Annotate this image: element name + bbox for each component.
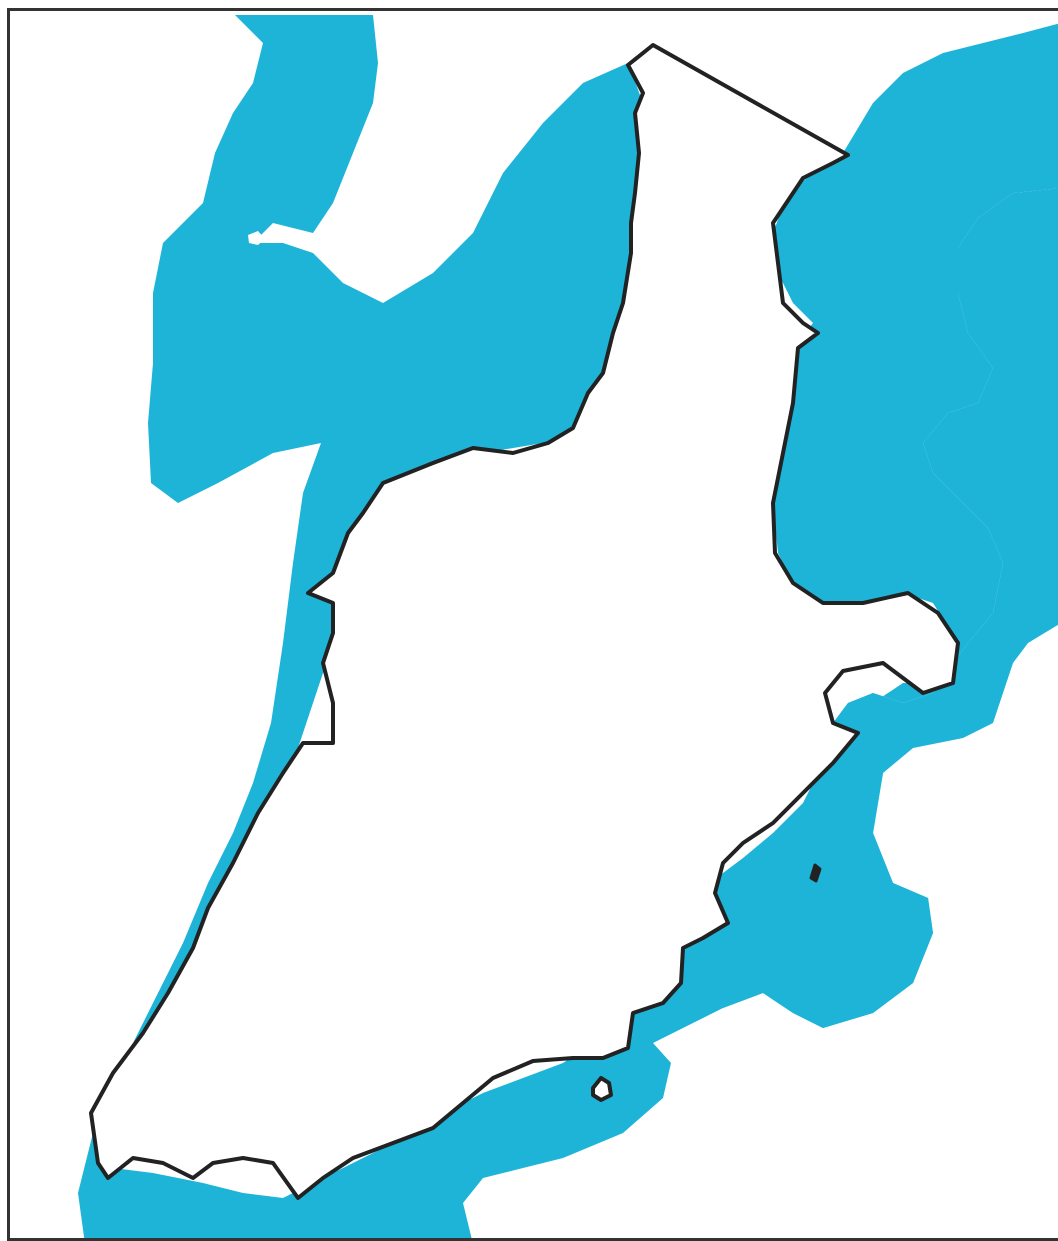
islet-outlines <box>248 231 822 1102</box>
water-region-northeast <box>703 23 1058 1028</box>
map-frame <box>7 8 1058 1241</box>
islet-northwest <box>248 231 265 245</box>
peninsula-outline <box>89 43 960 1200</box>
map-canvas <box>78 15 1058 1238</box>
land-boundary-outline <box>89 43 960 1200</box>
water-region-east-edge <box>1041 224 1058 300</box>
islet-east <box>809 863 822 883</box>
water-buffer-zone <box>78 15 1058 1238</box>
islet-south <box>591 1076 613 1102</box>
